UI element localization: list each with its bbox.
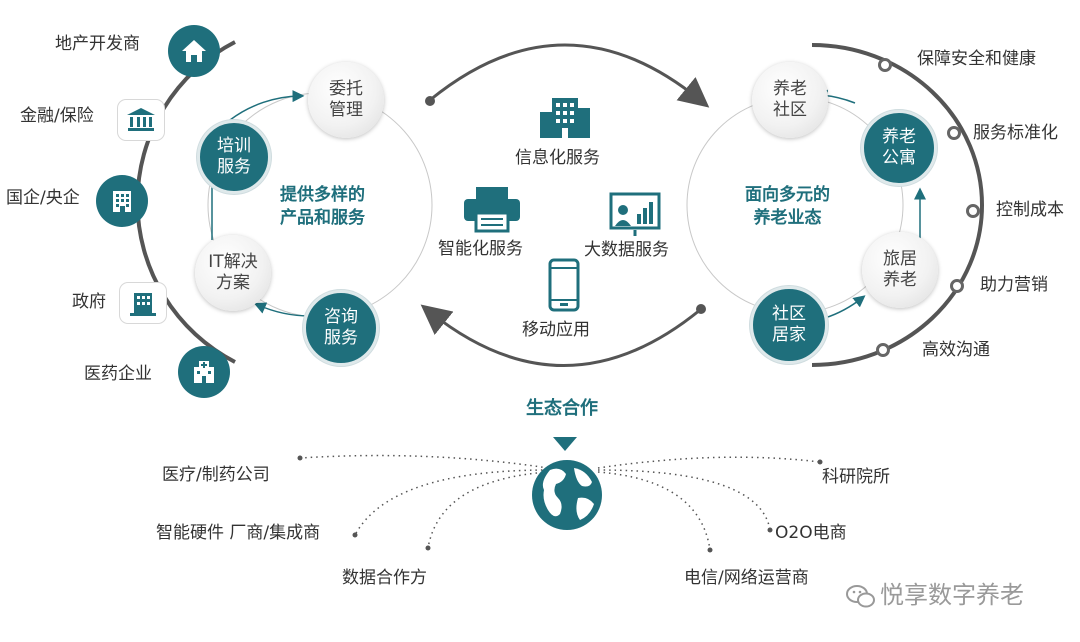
benefit-label: 控制成本	[996, 200, 1064, 220]
client-label: 政府	[72, 292, 106, 312]
service-node-entrusted-management: 委托 管理	[308, 62, 384, 138]
building-icon	[538, 96, 592, 144]
partner-label: 数据合作方	[342, 568, 427, 588]
right-title-line1: 面向多元的	[745, 185, 830, 205]
service-node-consulting: 咨询 服务	[303, 290, 379, 366]
government-building-icon	[120, 283, 166, 323]
ring-marker	[876, 343, 890, 357]
client-label: 金融/保险	[20, 106, 94, 126]
client-label: 地产开发商	[55, 34, 140, 54]
partner-label: 智能硬件 厂商/集成商	[156, 523, 321, 543]
benefit-label: 保障安全和健康	[917, 49, 1036, 69]
business-node-elderly-community: 养老 社区	[752, 62, 828, 138]
bank-icon	[118, 100, 164, 140]
right-circle-title: 面向多元的 养老业态	[745, 184, 830, 230]
service-label: 信息化服务	[515, 148, 600, 168]
right-outer-arc	[811, 43, 984, 367]
right-title-line2: 养老业态	[753, 207, 822, 228]
client-label: 国企/央企	[6, 188, 80, 208]
ring-marker	[966, 204, 980, 218]
benefit-label: 服务标准化	[973, 123, 1058, 143]
partner-label: 电信/网络运营商	[684, 568, 809, 588]
service-node-training: 培训 服务	[197, 120, 271, 194]
ring-marker	[947, 126, 961, 140]
ring-marker	[878, 58, 892, 72]
partner-label: 科研院所	[822, 467, 890, 487]
business-node-community-home: 社区 居家	[750, 286, 828, 364]
benefit-label: 助力营销	[980, 275, 1048, 295]
service-label: 智能化服务	[438, 239, 523, 259]
client-label: 医药企业	[84, 364, 152, 384]
data-board-icon	[609, 192, 661, 240]
business-node-travel-elderly: 旅居 养老	[862, 232, 938, 308]
business-node-elderly-apartment: 养老 公寓	[861, 110, 937, 186]
building-icon	[96, 175, 148, 227]
service-label: 移动应用	[522, 320, 590, 340]
left-title-line2: 产品和服务	[280, 207, 365, 228]
house-icon	[168, 25, 220, 77]
ecosystem-title: 生态合作	[526, 398, 598, 419]
smartphone-icon	[548, 258, 580, 316]
watermark-text: 悦享数字养老	[880, 581, 1024, 609]
partner-label: 医疗/制药公司	[162, 465, 270, 485]
service-node-it-solution: IT解决 方案	[195, 235, 271, 311]
down-triangle-icon	[553, 437, 577, 451]
service-label: 大数据服务	[584, 240, 669, 260]
left-title-line1: 提供多样的	[280, 185, 365, 205]
left-circle-title: 提供多样的 产品和服务	[280, 184, 365, 230]
benefit-label: 高效沟通	[922, 340, 990, 360]
wechat-icon	[846, 584, 876, 614]
globe-icon	[530, 458, 604, 536]
printer-icon	[462, 185, 522, 237]
partner-label: O2O电商	[775, 523, 847, 543]
ring-marker	[950, 279, 964, 293]
hospital-icon	[178, 346, 230, 398]
